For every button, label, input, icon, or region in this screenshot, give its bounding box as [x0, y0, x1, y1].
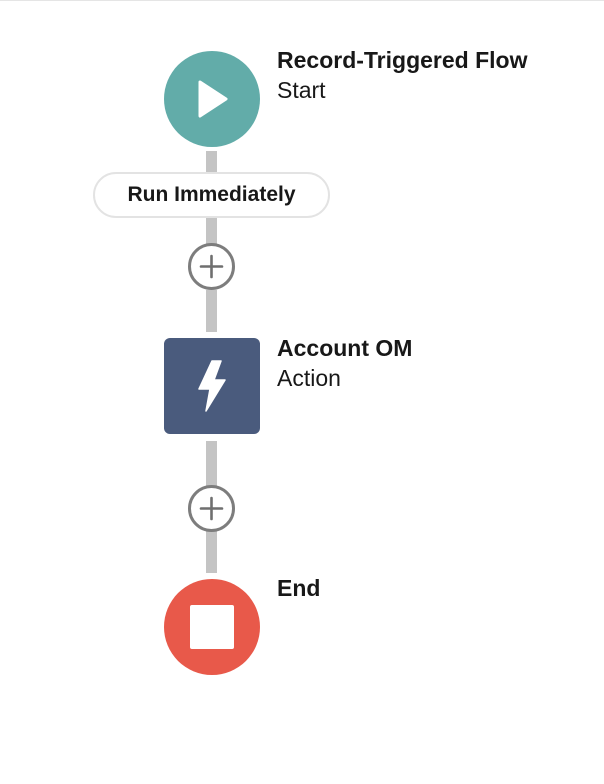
start-node-label: Record-Triggered Flow Start [277, 47, 527, 104]
plus-icon [199, 496, 224, 521]
start-node[interactable] [164, 51, 260, 147]
action-node-label: Account OM Action [277, 335, 412, 392]
connector-action-to-add [206, 441, 217, 487]
add-element-button[interactable] [188, 485, 235, 532]
connector-start-to-pill [206, 151, 217, 176]
lightning-bolt-icon [198, 360, 226, 412]
end-node-label: End [277, 575, 320, 603]
connector-add-to-action [206, 290, 217, 332]
connector-add-to-end [206, 531, 217, 573]
end-node[interactable] [164, 579, 260, 675]
add-element-button[interactable] [188, 243, 235, 290]
action-node[interactable] [164, 338, 260, 434]
stop-icon [190, 605, 234, 649]
run-immediately-path-label[interactable]: Run Immediately [93, 172, 330, 218]
action-node-subtitle: Action [277, 364, 341, 391]
end-node-title: End [277, 575, 321, 601]
start-node-subtitle: Start [277, 76, 326, 103]
start-node-title: Record-Triggered Flow [277, 47, 528, 73]
connector-pill-to-add [206, 215, 217, 245]
plus-icon [199, 254, 224, 279]
action-node-title: Account OM [277, 335, 413, 361]
play-icon [198, 80, 228, 118]
